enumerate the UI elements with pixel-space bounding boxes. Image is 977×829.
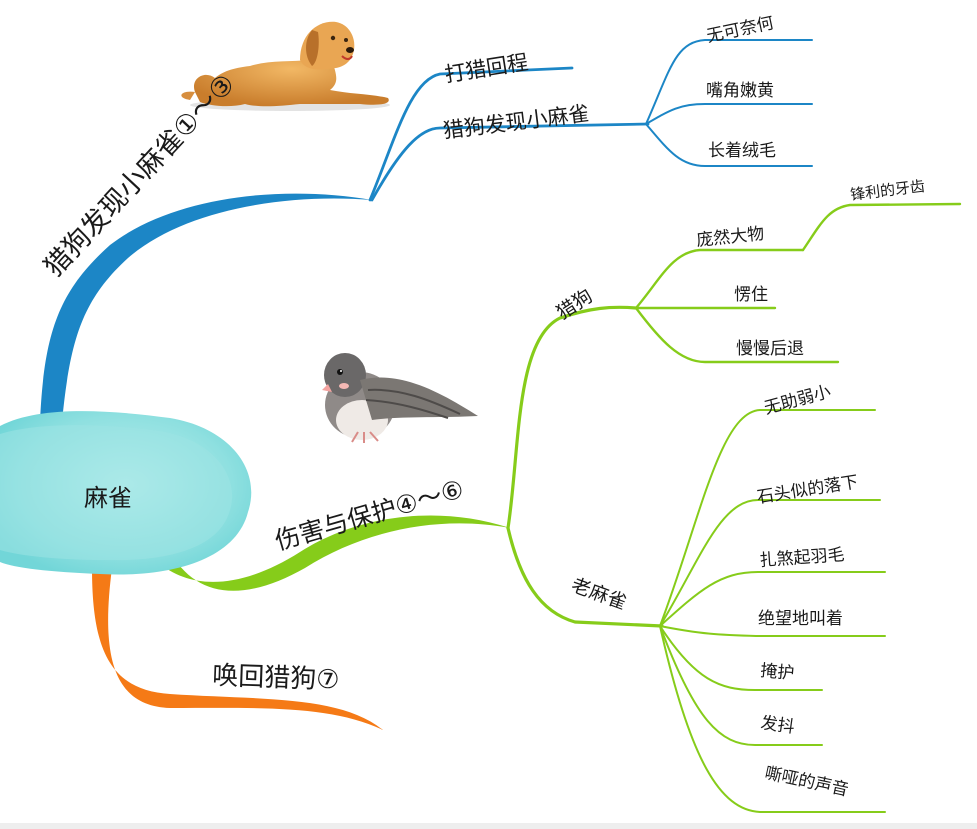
node-old-sparrow: 老麻雀 (568, 574, 629, 614)
branch-dog-finds-line (370, 122, 650, 202)
leaf-line-3 (645, 123, 813, 167)
leaf-wukenaihe: 无可奈何 (705, 13, 776, 47)
center-node (0, 411, 252, 575)
branch-recall-line (92, 568, 383, 730)
sparrow-illustration (322, 353, 478, 443)
leaf-s7: 嘶哑的声音 (763, 763, 850, 800)
leaf-houtui: 慢慢后退 (736, 338, 804, 359)
branch-harm-label: 伤害与保护④～⑥ (272, 474, 467, 556)
branch-dog-line (506, 305, 638, 530)
leaf-lengzhu: 愣住 (734, 285, 768, 305)
branch-old-sparrow-line (506, 526, 664, 628)
leaf-line-s3 (659, 571, 886, 627)
leaf-s3: 扎煞起羽毛 (759, 545, 845, 571)
leaf-s4: 绝望地叫着 (758, 609, 843, 629)
leaf-line-s7 (659, 625, 886, 813)
leaf-yachi: 锋利的牙齿 (849, 177, 926, 204)
node-dog-finds: 猎狗发现小麻雀 (442, 101, 591, 143)
node-hunting-return: 打猎回程 (443, 50, 530, 87)
leaf-line-s6 (659, 625, 823, 746)
leaf-line-pang (634, 248, 805, 310)
leaf-line-1 (645, 39, 813, 125)
center-label: 麻雀 (84, 484, 132, 512)
leaf-line-tui (634, 306, 840, 364)
branch-hunting-return-line (368, 66, 574, 202)
leaf-s6: 发抖 (759, 713, 795, 738)
branch-recall-label: 唤回猎狗⑦ (212, 661, 340, 695)
bottom-bar (0, 823, 977, 829)
branch-discover-line (40, 193, 372, 422)
leaf-rongmao: 长着绒毛 (708, 141, 776, 161)
branch-discover-label: 猎狗发现小麻雀①～③ (38, 68, 241, 283)
leaf-line-s1 (659, 409, 876, 627)
leaf-line-s2 (659, 499, 881, 627)
leaf-line-s5 (659, 625, 823, 691)
leaf-zuijiao: 嘴角嫩黄 (706, 81, 774, 101)
leaf-s5: 掩护 (760, 661, 796, 684)
leaf-s1: 无助弱小 (762, 382, 833, 419)
leaf-s2: 石头似的落下 (756, 472, 860, 508)
leaf-pangran: 庞然大物 (695, 224, 765, 251)
leaf-line-2 (645, 103, 813, 125)
leaf-line-s4 (659, 625, 886, 637)
dog-illustration (181, 21, 390, 111)
leaf-line-ya (801, 202, 962, 252)
branch-harm-line (158, 515, 510, 591)
